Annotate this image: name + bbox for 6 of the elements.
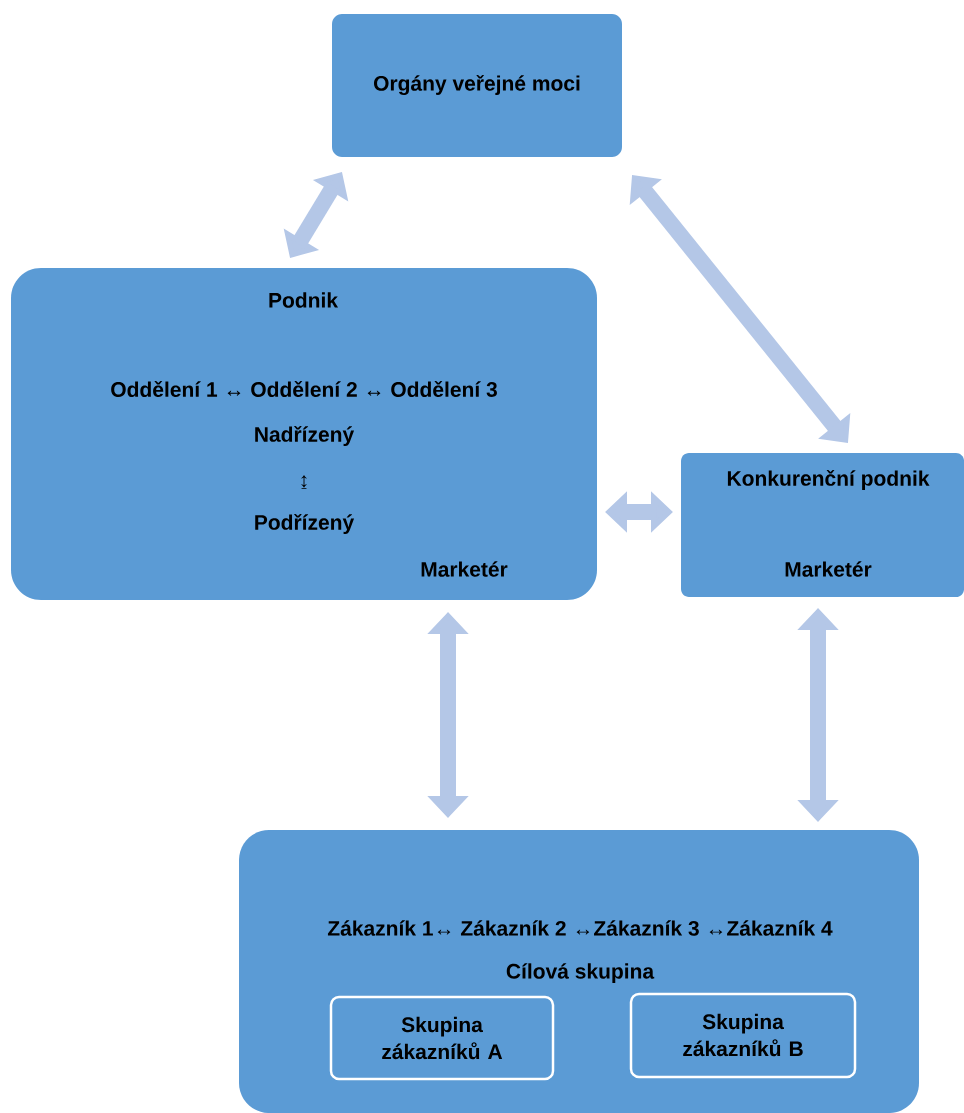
rounded-box: Orgány veřejné moci xyxy=(332,14,622,157)
rounded-box: Podnik Oddělení 1 ↔ Oddělení 2 ↔ Oddělení 3 Nadřízený ↨ Podřízený Marketér xyxy=(11,268,597,600)
rounded-box: Skupina zákazníků A xyxy=(329,995,555,1081)
double-arrow xyxy=(629,175,851,443)
rounded-box: Konkurenční podnik Marketér xyxy=(681,453,964,597)
rounded-box: Skupina zákazníků B xyxy=(629,992,857,1079)
